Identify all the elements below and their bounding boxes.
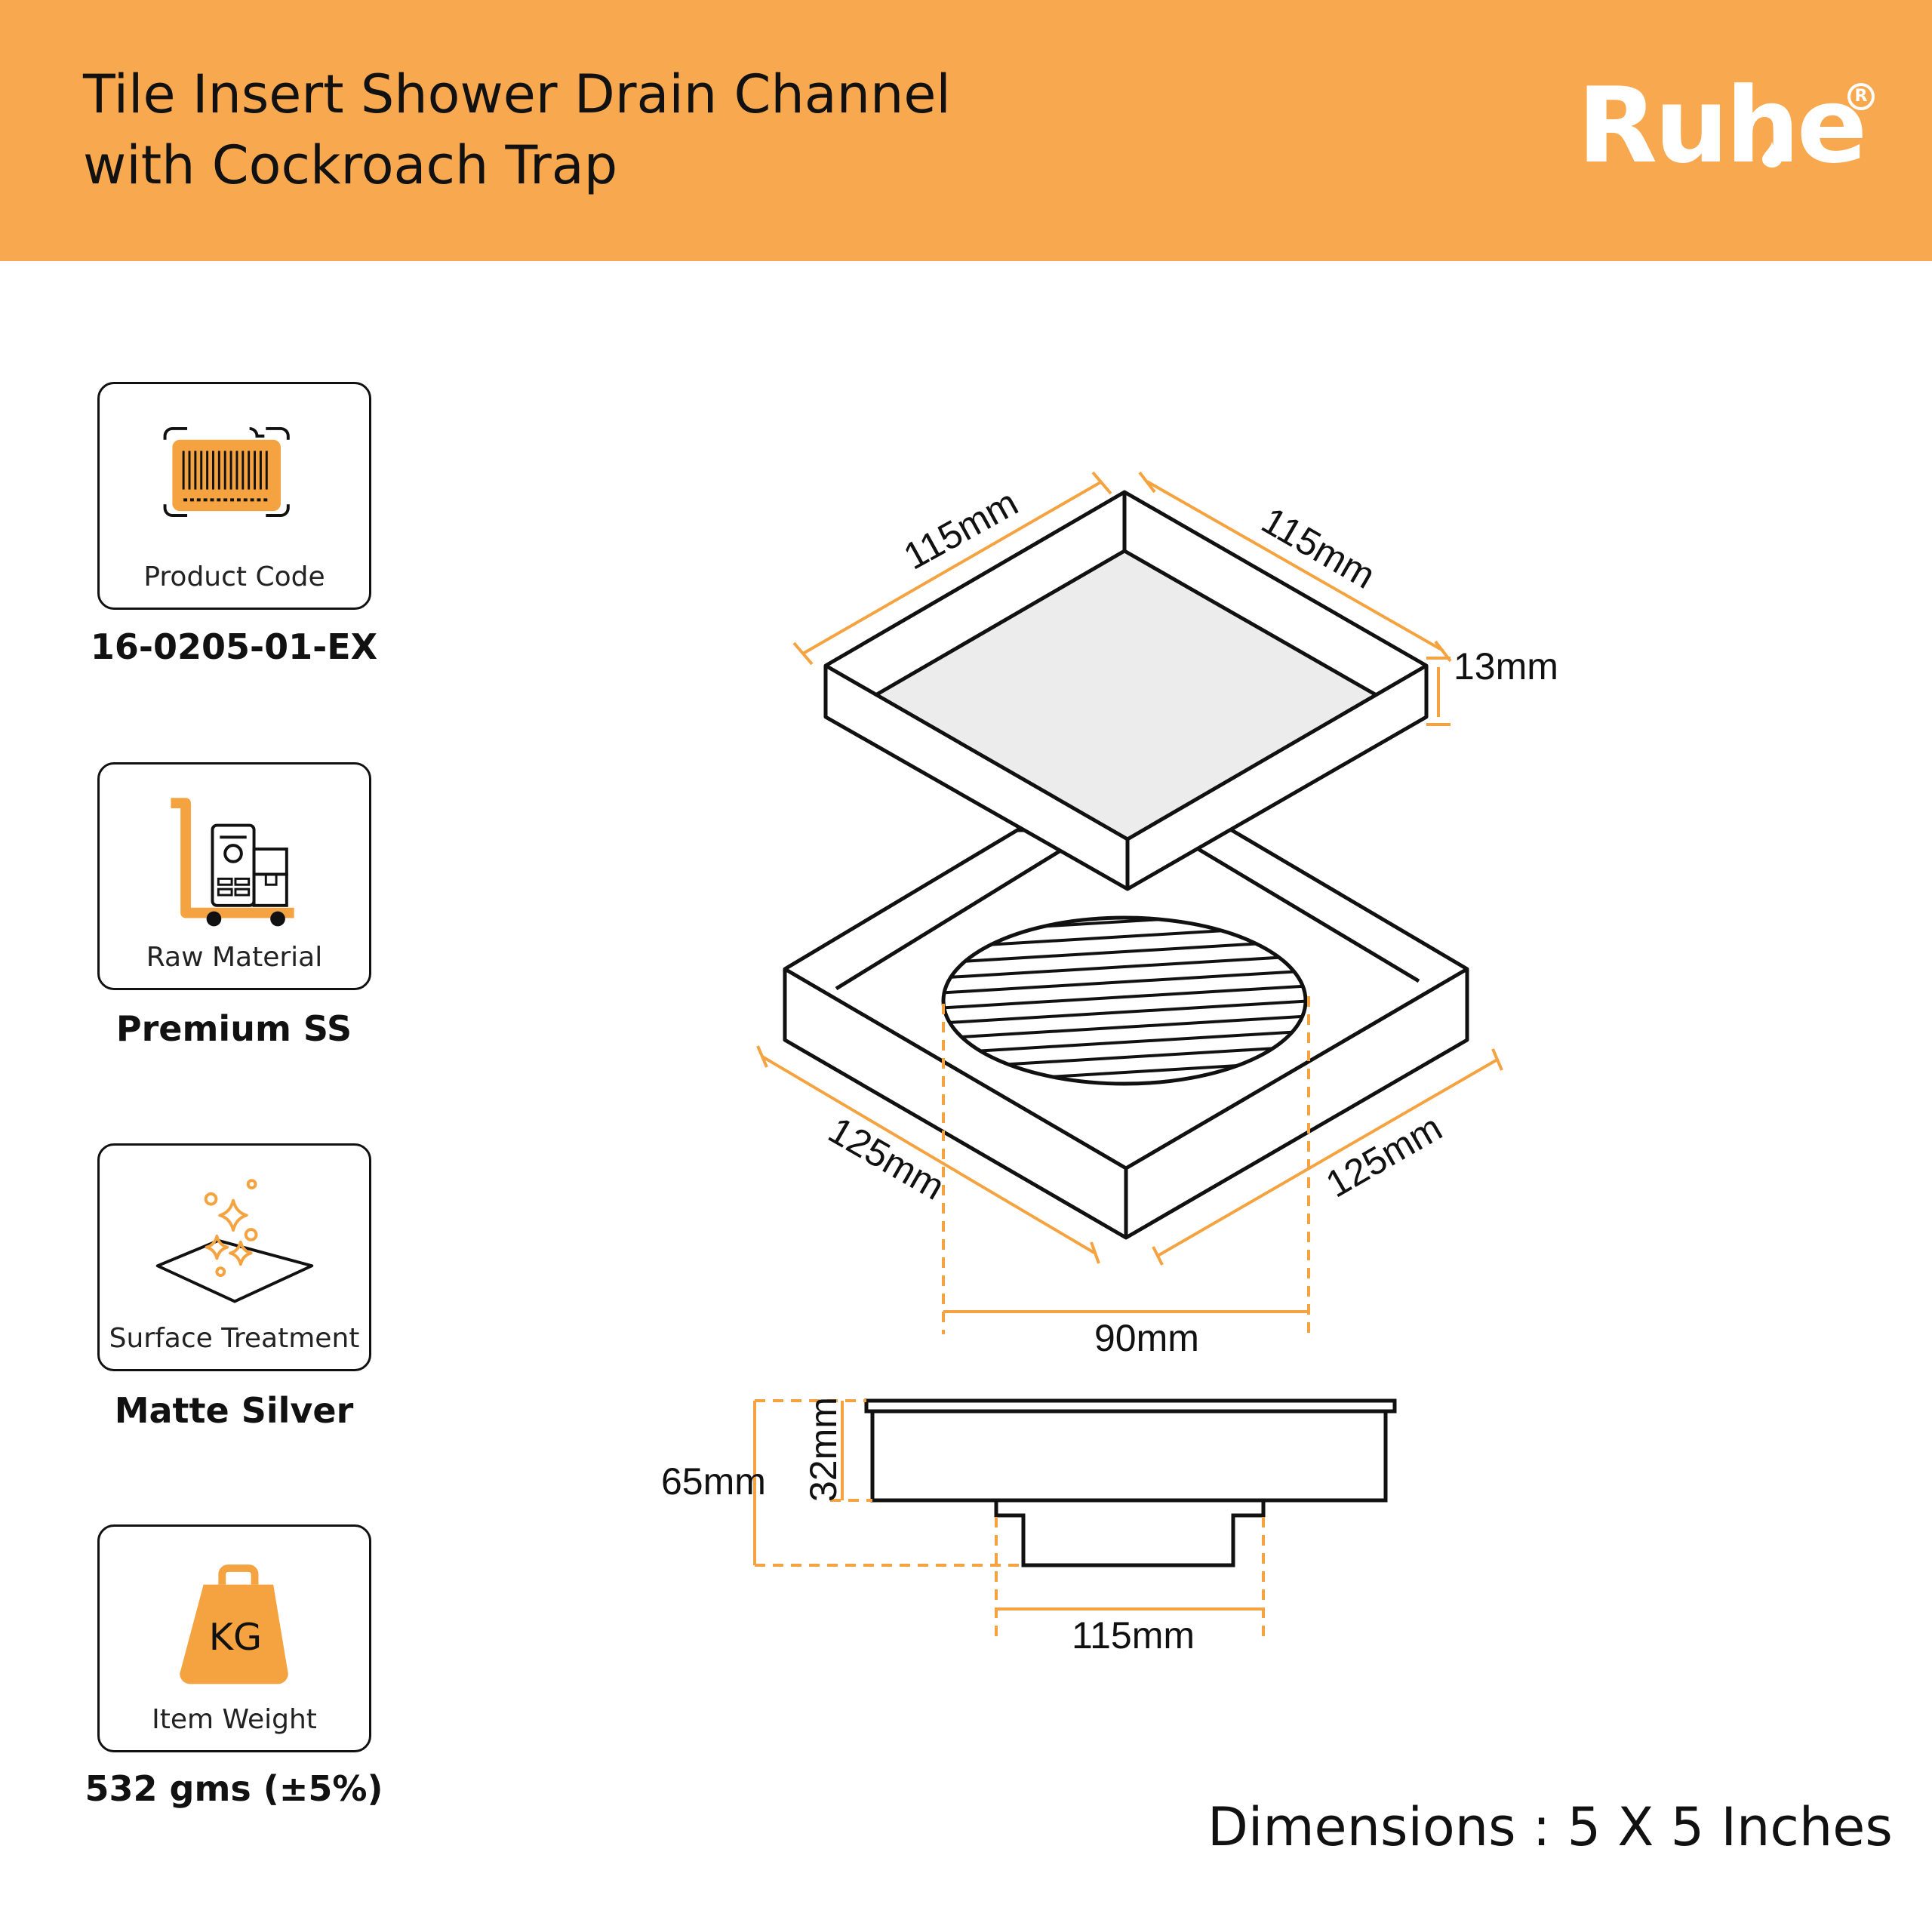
spec-value-raw-material: Premium SS bbox=[115, 1008, 352, 1049]
dim-label-body-height: 32mm bbox=[802, 1397, 844, 1502]
barcode-icon bbox=[163, 426, 290, 517]
spec-card-item-weight: KG Item Weight bbox=[97, 1524, 371, 1752]
dimension-lines bbox=[753, 471, 1503, 1611]
round-grate bbox=[941, 915, 1308, 1086]
spec-value-product-code: 16-0205-01-EX bbox=[90, 626, 378, 667]
kg-icon-text: KG bbox=[209, 1615, 262, 1659]
sparkle-surface-icon bbox=[155, 1179, 314, 1303]
material-trolley-icon bbox=[171, 798, 294, 927]
page-title: Tile Insert Shower Drain Channel with Co… bbox=[83, 59, 951, 201]
registered-mark: R bbox=[1847, 83, 1875, 110]
title-line-2: with Cockroach Trap bbox=[83, 134, 618, 196]
spec-card-raw-material: Raw Material bbox=[97, 762, 371, 990]
dim-label-base-right: 125mm bbox=[1319, 1106, 1449, 1206]
title-line-1: Tile Insert Shower Drain Channel bbox=[83, 63, 951, 125]
tile-insert-tray bbox=[823, 490, 1429, 891]
dim-label-grate-width: 90mm bbox=[1094, 1317, 1199, 1359]
spec-card-product-code: Product Code bbox=[97, 382, 371, 610]
header-banner bbox=[0, 0, 1932, 261]
dim-label-pipe-width: 115mm bbox=[1072, 1614, 1195, 1657]
kg-weight-icon: KG bbox=[180, 1564, 288, 1684]
side-elevation bbox=[864, 1398, 1397, 1567]
spec-value-item-weight: 532 gms (±5%) bbox=[85, 1768, 383, 1809]
dim-label-top-height: 13mm bbox=[1454, 645, 1558, 688]
dimensions-summary: Dimensions : 5 X 5 Inches bbox=[1208, 1796, 1893, 1858]
spec-label: Product Code bbox=[143, 561, 325, 592]
dimension-guides bbox=[755, 996, 1310, 1636]
water-drop-icon bbox=[1762, 142, 1782, 168]
brand-logo: Ruhe bbox=[1577, 65, 1867, 186]
spec-label: Item Weight bbox=[152, 1704, 317, 1735]
spec-card-surface-treatment: Surface Treatment bbox=[97, 1143, 371, 1371]
spec-label: Raw Material bbox=[146, 942, 323, 973]
spec-value-surface-treatment: Matte Silver bbox=[114, 1390, 354, 1431]
dim-label-total-height: 65mm bbox=[661, 1460, 766, 1503]
spec-label: Surface Treatment bbox=[109, 1323, 360, 1354]
